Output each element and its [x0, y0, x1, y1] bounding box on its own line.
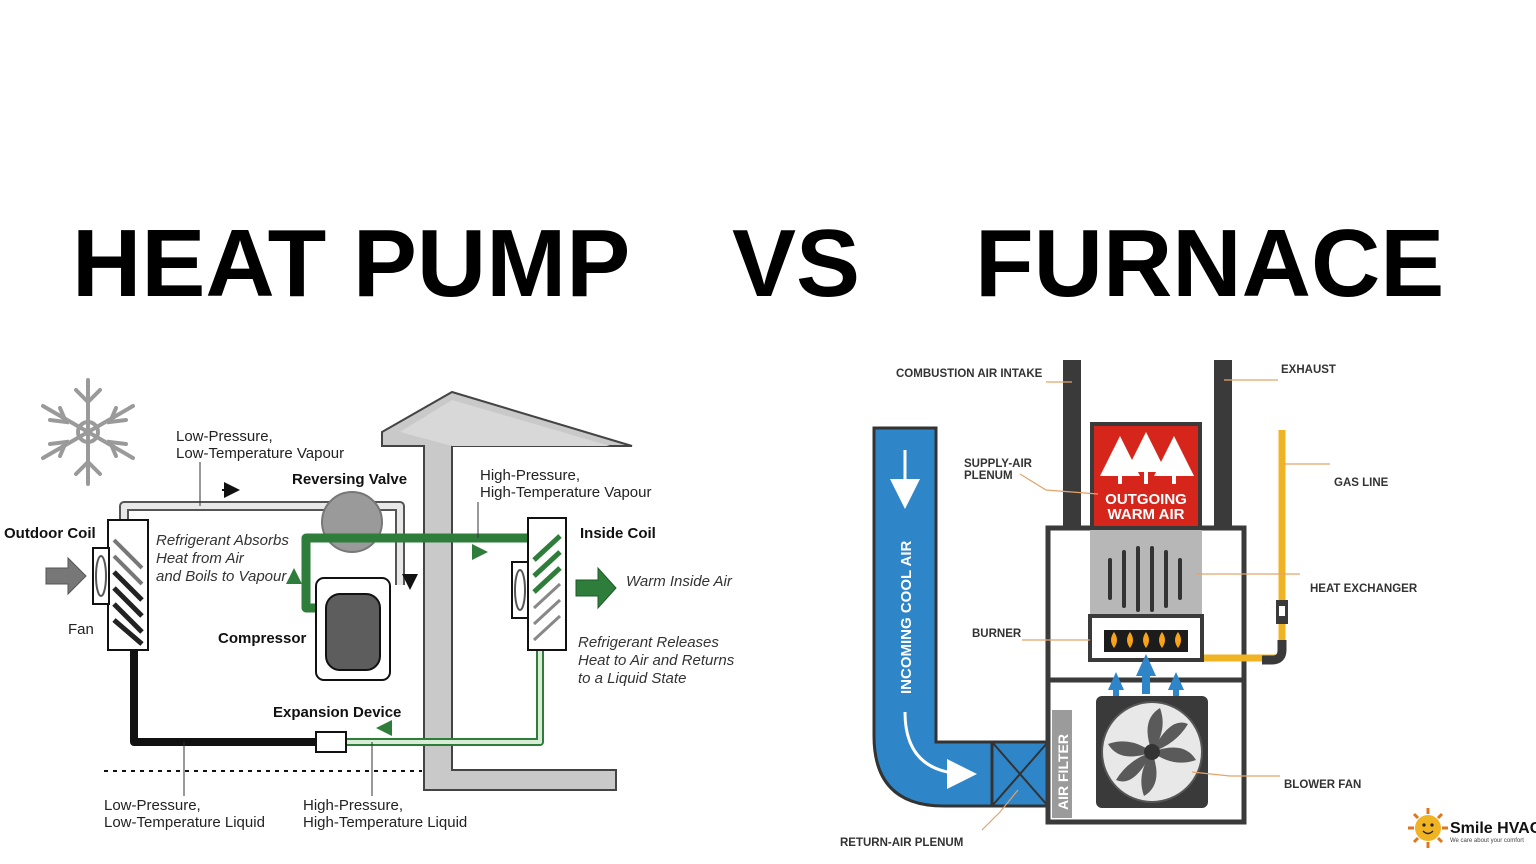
- label-reversing-valve: Reversing Valve: [292, 471, 407, 488]
- label-high-pressure-vapour-1: High-Pressure,: [480, 467, 580, 484]
- label-releases-3: to a Liquid State: [578, 670, 686, 687]
- label-warm-inside-air: Warm Inside Air: [626, 573, 733, 590]
- inside-fan: [511, 561, 529, 619]
- logo-tagline: We care about your comfort: [1450, 838, 1524, 844]
- label-incoming-cool-air: INCOMING COOL AIR: [898, 541, 915, 695]
- expansion-device: [315, 731, 347, 753]
- label-air-filter: AIR FILTER: [1055, 734, 1071, 810]
- label-burner: BURNER: [972, 628, 1022, 640]
- outdoor-coil: [107, 519, 149, 651]
- label-expansion-device: Expansion Device: [273, 704, 401, 721]
- logo-name: Smile HVAC: [1450, 820, 1536, 837]
- outdoor-air-in-arrow-icon: [45, 556, 87, 596]
- label-releases-2: Heat to Air and Returns: [578, 652, 735, 669]
- inside-coil: [527, 517, 567, 651]
- supply-air-plenum: [1090, 422, 1202, 530]
- label-high-pressure-vapour-2: High-Temperature Vapour: [480, 484, 651, 501]
- title-furnace: FURNACE: [975, 210, 1444, 317]
- airflow-up-arrows-icon: [1108, 654, 1184, 696]
- title-heat-pump: HEAT PUMP: [72, 210, 630, 317]
- low-pressure-vapour-pipe: [119, 501, 405, 585]
- house-outline: [381, 390, 633, 791]
- label-gas-line: GAS LINE: [1334, 477, 1389, 489]
- label-high-pressure-liquid-1: High-Pressure,: [303, 797, 403, 814]
- compressor: [315, 577, 391, 681]
- label-releases-1: Refrigerant Releases: [578, 634, 719, 651]
- furnace-leader-lines: [981, 379, 1330, 831]
- label-blower-fan: BLOWER FAN: [1284, 779, 1361, 791]
- label-outdoor-coil: Outdoor Coil: [4, 525, 96, 542]
- heat-pump-diagram: Low-Pressure, Low-Temperature Vapour Rev…: [4, 378, 735, 831]
- flame-icon: [1111, 632, 1181, 648]
- title-vs: VS: [732, 210, 860, 317]
- furnace-diagram: INCOMING COOL AIR OUTGOING WARM AIR: [840, 360, 1418, 849]
- smile-hvac-logo: Smile HVAC We care about your comfort: [1408, 808, 1536, 848]
- label-low-pressure-liquid-1: Low-Pressure,: [104, 797, 201, 814]
- label-absorbs-3: and Boils to Vapour: [156, 568, 287, 585]
- incoming-air-duct: [872, 426, 994, 808]
- outdoor-fan: [92, 547, 110, 605]
- label-outgoing-warm-air-2: WARM AIR: [1108, 506, 1185, 523]
- reversing-valve: [321, 491, 383, 553]
- label-low-pressure-vapour-2: Low-Temperature Vapour: [176, 445, 344, 462]
- warm-air-out-arrow-icon: [575, 566, 617, 610]
- air-filter: [1052, 710, 1072, 818]
- label-inside-coil: Inside Coil: [580, 525, 656, 542]
- logo-sun-icon: [1408, 808, 1448, 848]
- label-compressor: Compressor: [218, 630, 307, 647]
- label-outgoing-warm-air-1: OUTGOING: [1105, 491, 1187, 508]
- label-combustion-air-intake: COMBUSTION AIR INTAKE: [896, 368, 1043, 380]
- label-low-pressure-liquid-2: Low-Temperature Liquid: [104, 814, 265, 831]
- air-filter-box: [990, 740, 1050, 808]
- heat-exchanger: [1090, 530, 1202, 616]
- gas-line: [1204, 430, 1288, 665]
- label-low-pressure-vapour-1: Low-Pressure,: [176, 428, 273, 445]
- label-exhaust: EXHAUST: [1281, 364, 1336, 376]
- page-title: HEAT PUMP VS FURNACE: [72, 210, 1444, 317]
- high-pressure-vapour-pipe: [301, 533, 538, 613]
- label-fan: Fan: [68, 621, 94, 638]
- combustion-air-intake-pipe: [1063, 360, 1081, 528]
- exhaust-pipe: [1214, 360, 1232, 528]
- label-heat-exchanger: HEAT EXCHANGER: [1310, 583, 1418, 595]
- label-absorbs-2: Heat from Air: [156, 550, 245, 567]
- label-supply-air-plenum-2: PLENUM: [964, 470, 1013, 482]
- burner: [1088, 614, 1204, 662]
- label-supply-air-plenum-1: SUPPLY-AIR: [964, 458, 1033, 470]
- high-pressure-liquid-pipe: [346, 650, 544, 746]
- snowflake-icon: [41, 378, 135, 486]
- blower-fan: [1096, 696, 1208, 808]
- label-high-pressure-liquid-2: High-Temperature Liquid: [303, 814, 467, 831]
- low-pressure-liquid-pipe: [130, 648, 316, 746]
- label-absorbs-1: Refrigerant Absorbs: [156, 532, 289, 549]
- label-return-air-plenum: RETURN-AIR PLENUM: [840, 837, 963, 849]
